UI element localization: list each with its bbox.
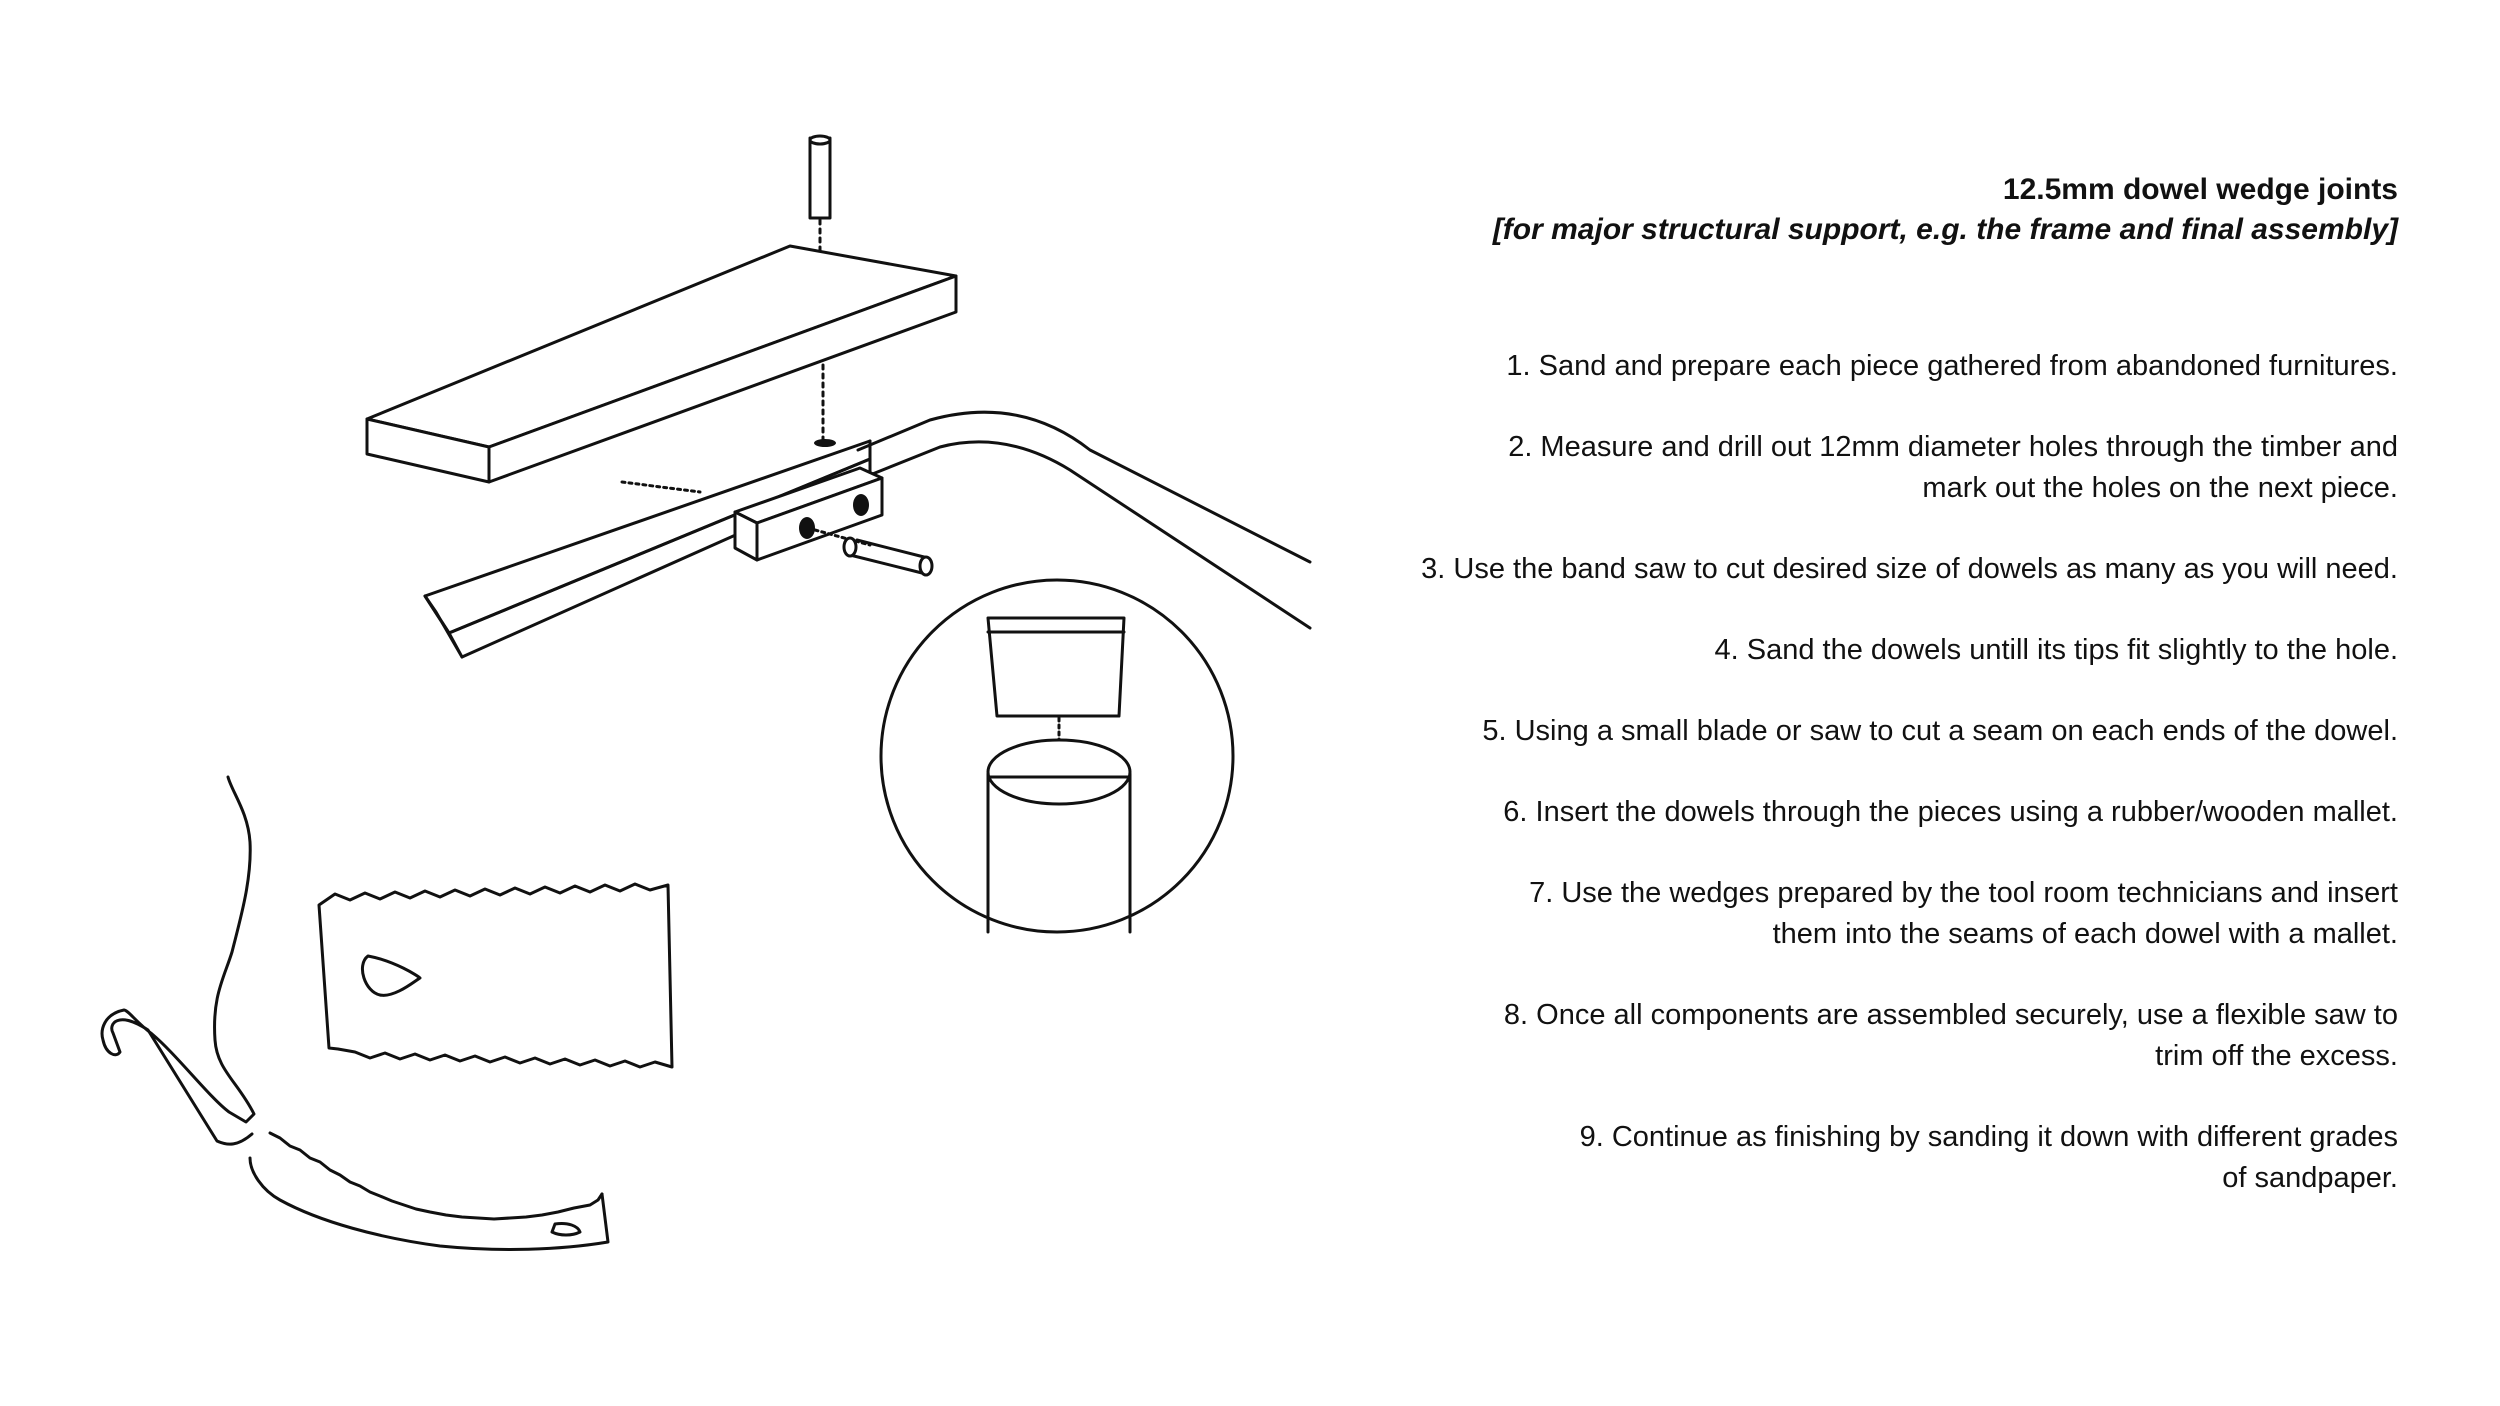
step-8: 8. Once all components are assembled sec… xyxy=(1503,999,2398,1072)
instructions-panel: 12.5mm dowel wedge joints [for major str… xyxy=(1380,170,2398,1239)
step-4: 4. Sand the dowels untill its tips fit s… xyxy=(1714,634,2398,666)
step-2: 2. Measure and drill out 12mm diameter h… xyxy=(1508,431,2398,504)
saw-blade-drawing xyxy=(317,882,674,1069)
assembly-illustration xyxy=(100,134,1312,1251)
step-3: 3. Use the band saw to cut desired size … xyxy=(1421,553,2398,585)
step-5: 5. Using a small blade or saw to cut a s… xyxy=(1482,715,2398,747)
page-title: 12.5mm dowel wedge joints xyxy=(2002,173,2398,206)
magnified-detail-drawing xyxy=(879,578,1235,934)
timber-plank-drawing xyxy=(365,244,958,484)
step-7: 7. Use the wedges prepared by the tool r… xyxy=(1529,877,2398,950)
step-1: 1. Sand and prepare each piece gathered … xyxy=(1506,350,2398,382)
rail-and-bar-drawing xyxy=(423,410,1312,659)
step-6: 6. Insert the dowels through the pieces … xyxy=(1503,796,2398,828)
step-9: 9. Continue as finishing by sanding it d… xyxy=(1579,1121,2398,1194)
page-subtitle: [for major structural support, e.g. the … xyxy=(1492,213,2398,246)
top-dowel-drawing xyxy=(808,134,834,272)
steps-list: 1. Sand and prepare each piece gathered … xyxy=(1380,346,2398,1199)
flexible-saw-drawing xyxy=(100,775,610,1251)
